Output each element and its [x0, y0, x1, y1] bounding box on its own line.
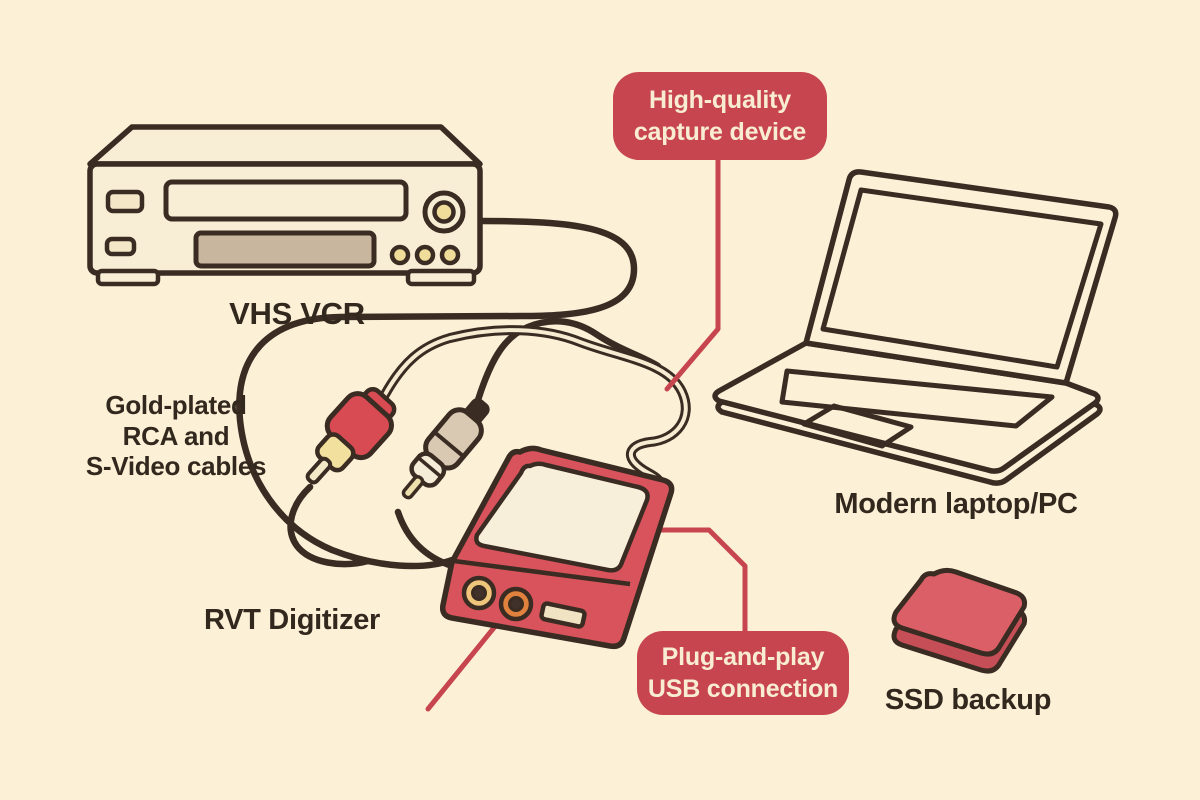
- cables-label-line1: Gold-plated: [105, 390, 247, 420]
- laptop-screen: [820, 187, 1104, 370]
- vcr-small-button-1: [389, 244, 411, 266]
- usb-connection-badge: Plug-and-play USB connection: [637, 631, 849, 715]
- ssd-label: SSD backup: [884, 684, 1052, 716]
- svideo-pin: [401, 474, 425, 500]
- laptop-illustration: [712, 169, 1119, 486]
- cable-loops: [236, 217, 662, 570]
- cables-label-line2: RCA and: [122, 420, 230, 451]
- laptop-keyboard-area: [779, 368, 1055, 429]
- vcr-jog-knob-center: [432, 200, 456, 224]
- rca-under-loop-cable: [287, 483, 372, 568]
- vcr-button-bottom: [104, 236, 137, 257]
- svideo-upper-cable: [474, 318, 662, 404]
- rca-pin: [305, 456, 333, 485]
- laptop-lid: [803, 169, 1119, 386]
- digitizer-top-panel: [474, 461, 650, 573]
- digitizer-top-edge-line: [453, 558, 631, 587]
- vcr-foot-left: [95, 268, 161, 287]
- rvt-digitizer-illustration: [439, 445, 675, 650]
- usb-badge-line1: Plug-and-play: [661, 642, 825, 671]
- vcr-display-slot: [193, 230, 377, 269]
- rca-plug-icon: [305, 387, 397, 485]
- ssd-illustration: [891, 567, 1027, 674]
- svideo-barrel-ring: [434, 431, 464, 457]
- digitizer-rca-port-gold-center: [471, 585, 487, 601]
- cables-label-line3: S-Video cables: [85, 451, 267, 482]
- vhs-vcr-illustration: [87, 124, 483, 287]
- vcr-cable: [236, 217, 638, 570]
- ssd-top: [891, 567, 1027, 657]
- callout-lines: [425, 157, 748, 712]
- vcr-small-button-3: [439, 244, 461, 266]
- vcr-small-button-2: [414, 244, 436, 266]
- vcr-top-face: [87, 124, 483, 167]
- digitizer-rca-port-orange-center: [508, 596, 524, 612]
- rca-upper-cable: [377, 325, 691, 491]
- capture-badge-line1: High-quality: [648, 85, 792, 114]
- capture-callout-line: [664, 157, 721, 392]
- s-video-plug-icon: [401, 398, 490, 500]
- usb-badge-line2: USB connection: [647, 675, 839, 703]
- capture-badge-line2: capture device: [633, 118, 807, 146]
- vcr-cassette-slot: [163, 179, 409, 222]
- usb-callout-line: [649, 527, 748, 634]
- capture-device-badge: High-quality capture device: [613, 72, 827, 160]
- cables-label: Gold-plated RCA and S-Video cables: [85, 390, 267, 482]
- digitizer-usb-port: [539, 601, 587, 629]
- laptop-label: Modern laptop/PC: [834, 488, 1078, 520]
- digitizer-label: RVT Digitizer: [203, 604, 381, 636]
- svideo-under-cable: [394, 508, 456, 570]
- svideo-ring-line: [418, 457, 441, 477]
- vcr-foot-right: [405, 268, 477, 287]
- laptop-trackpad: [801, 403, 914, 449]
- vcr-label: VHS VCR: [229, 296, 365, 331]
- vcr-button-top: [105, 189, 145, 214]
- digitizer-pointer-line: [425, 621, 500, 712]
